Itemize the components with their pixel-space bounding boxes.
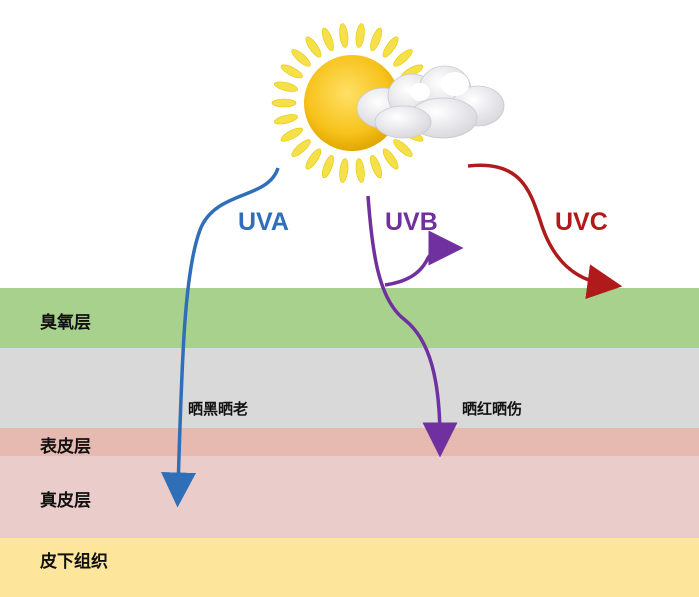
sun-ray-petal	[305, 36, 322, 58]
sun-ray-petal	[280, 64, 303, 79]
sun-icon	[271, 23, 433, 183]
epidermis-band	[0, 428, 699, 456]
uvb-label: UVB	[385, 208, 438, 236]
sun-ray-petal	[291, 49, 311, 67]
sun-ray-petal	[305, 148, 322, 170]
ozone-layer-band	[0, 288, 699, 348]
sun-ray-petal	[393, 139, 413, 157]
sun-ray-petal	[339, 23, 349, 48]
sun-ray-petal	[271, 98, 297, 108]
atmosphere-gap-band	[0, 348, 699, 428]
epidermis-label: 表皮层	[40, 437, 91, 457]
sun-ray-petal	[274, 114, 298, 125]
uvc-arrow	[467, 163, 623, 300]
uva-label: UVA	[238, 208, 289, 236]
sun-ray-petal	[355, 158, 365, 183]
cloud-icon	[356, 65, 505, 139]
dermis-band	[0, 456, 699, 538]
sun-ray-petal	[370, 27, 383, 52]
uvb-effect-label: 晒红晒伤	[462, 400, 523, 418]
sun-ray-petal	[321, 154, 334, 179]
dermis-label: 真皮层	[40, 491, 91, 511]
uva-effect-label: 晒黑晒老	[188, 400, 249, 418]
subcutaneous-label: 皮下组织	[40, 552, 108, 572]
uvb-reflect-arrow	[384, 230, 464, 287]
uvb-arrow	[366, 195, 458, 458]
sun-ray-petal	[382, 148, 399, 170]
ozone-layer-label: 臭氧层	[40, 313, 91, 333]
sun-ray-petal	[370, 154, 383, 179]
sun-ray-petal	[339, 158, 349, 183]
sun-ray-petal	[280, 127, 303, 142]
sun-ray-petal	[355, 23, 365, 48]
sun-ray-petal	[274, 81, 298, 92]
sun-ray-petal	[382, 36, 399, 58]
uvc-label: UVC	[555, 208, 608, 236]
uva-arrow	[161, 167, 280, 508]
sun-ray-petal	[321, 27, 334, 52]
sun-ray-petal	[393, 49, 413, 67]
sun-ray-petal	[291, 139, 311, 157]
subcutaneous-band	[0, 538, 699, 597]
